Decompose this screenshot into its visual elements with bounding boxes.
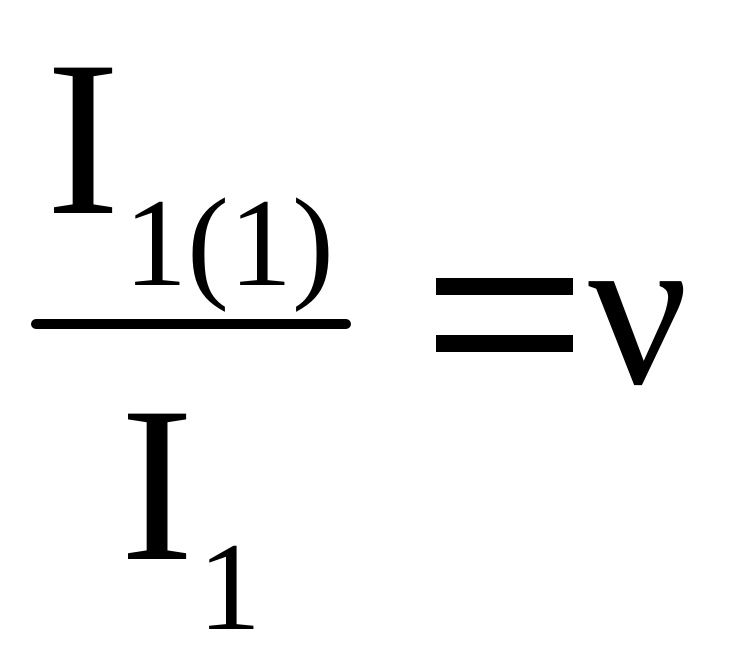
equals-sign-top-bar xyxy=(436,278,573,295)
numerator-subscript: 1(1) xyxy=(124,174,334,313)
denominator-base: I xyxy=(120,362,194,608)
result-symbol-nu: ν xyxy=(588,186,689,432)
fraction-bar xyxy=(31,319,351,329)
numerator-base: I xyxy=(46,16,120,262)
denominator-subscript: 1 xyxy=(198,518,261,657)
equals-sign-bottom-bar xyxy=(436,335,573,352)
